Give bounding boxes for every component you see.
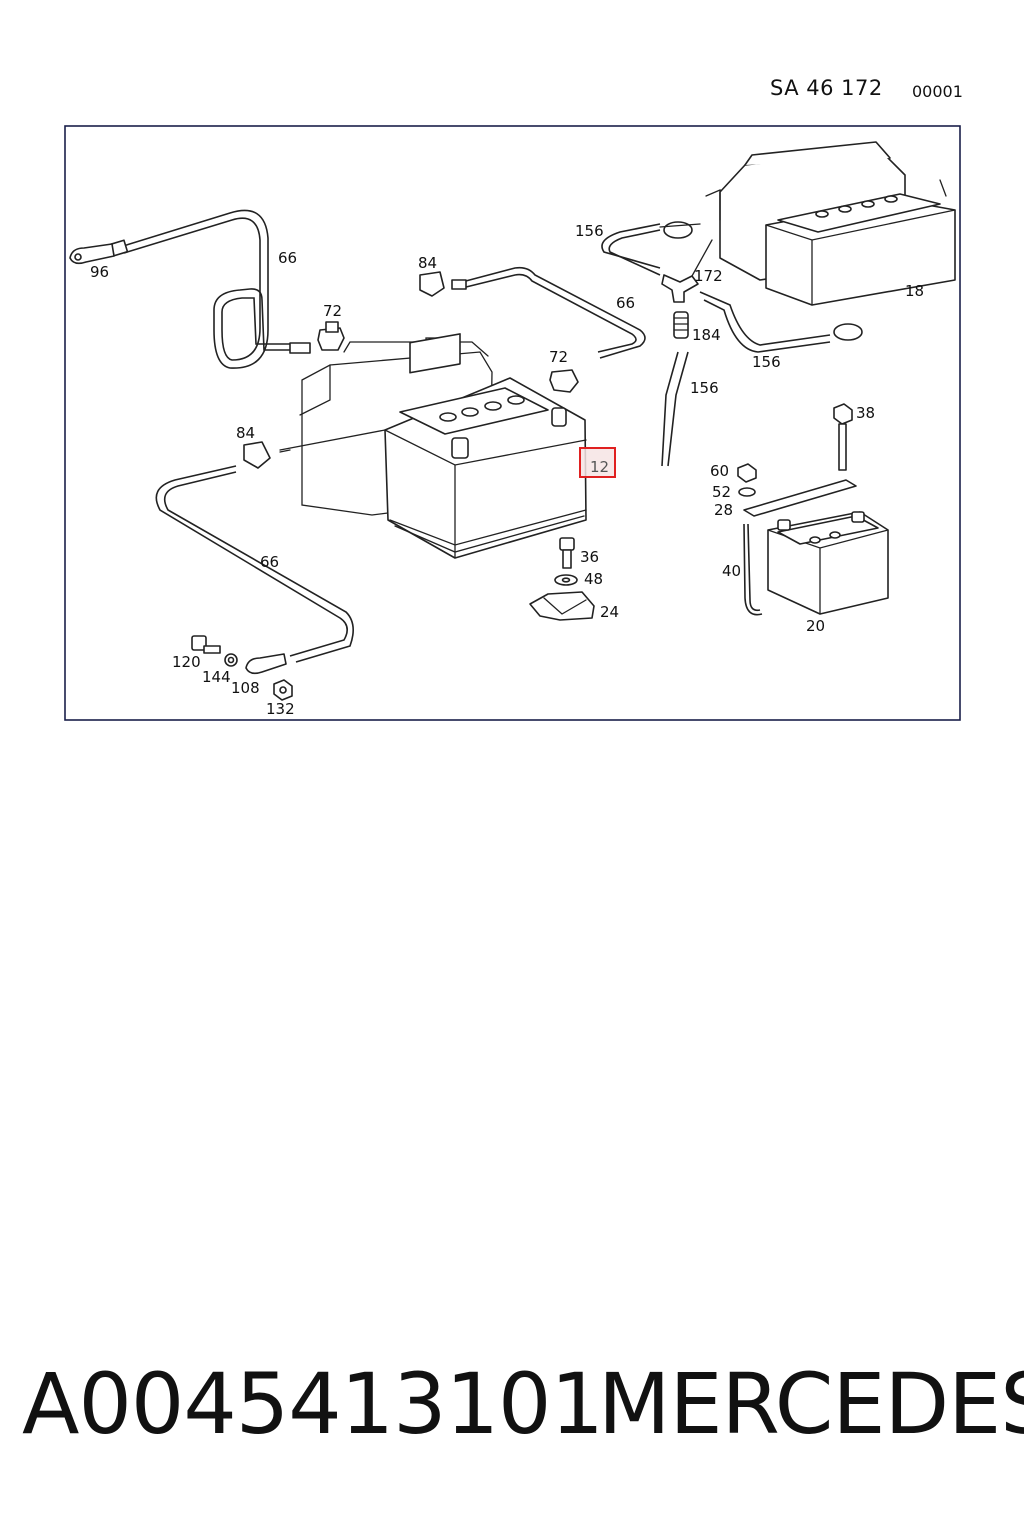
parts-diagram: 96 66 84 72 66 72 84 66 12 120 144 108 1… [64, 125, 961, 721]
callout-52: 52 [712, 483, 731, 501]
battery-18[interactable] [705, 141, 956, 306]
washer-144[interactable] [224, 653, 238, 667]
washer-48[interactable] [554, 574, 578, 586]
nut-132[interactable] [273, 679, 293, 701]
ring-terminal-108[interactable] [245, 653, 287, 675]
callout-84-left: 84 [236, 424, 255, 442]
callout-36: 36 [580, 548, 599, 566]
callout-28: 28 [714, 501, 733, 519]
diagram-code: SA 46 172 [770, 76, 883, 100]
battery-cable-66-bottom[interactable] [155, 465, 354, 663]
callout-84-top: 84 [418, 254, 437, 272]
t-connector-172[interactable] [661, 239, 713, 303]
callout-72-left: 72 [323, 302, 342, 320]
callout-132: 132 [266, 700, 295, 718]
callout-72-right: 72 [549, 348, 568, 366]
battery-cable-66-top[interactable] [109, 209, 311, 369]
hold-down-strap-28[interactable] [743, 479, 857, 517]
bracket-24[interactable] [529, 591, 595, 621]
callout-184: 184 [692, 326, 721, 344]
callout-20: 20 [806, 617, 825, 635]
battery-12[interactable] [384, 333, 587, 559]
battery-cable-66-right[interactable] [451, 266, 646, 359]
vent-hose-156-right[interactable] [699, 291, 863, 353]
nut-60[interactable] [737, 463, 757, 483]
callout-156-right: 156 [752, 353, 781, 371]
callout-12[interactable]: 12 [590, 458, 609, 476]
brand-name: MERCEDES [598, 1355, 1024, 1453]
callout-60: 60 [710, 462, 729, 480]
vent-valve-184[interactable] [673, 311, 689, 339]
diagram-sequence: 00001 [912, 82, 963, 101]
battery-20[interactable] [767, 511, 889, 615]
leader-lines [279, 449, 291, 453]
highlight-box [579, 447, 616, 478]
vent-hose-156-top[interactable] [601, 223, 661, 276]
clip-72-left[interactable] [317, 321, 345, 351]
callout-40: 40 [722, 562, 741, 580]
vent-hose-156-middle[interactable] [661, 351, 689, 467]
callout-66-right: 66 [616, 294, 635, 312]
clip-84-left[interactable] [243, 441, 271, 469]
callout-66-bottom: 66 [260, 553, 279, 571]
callout-156-middle: 156 [690, 379, 719, 397]
washer-52[interactable] [738, 487, 756, 497]
bolt-38[interactable] [833, 403, 853, 471]
callout-108: 108 [231, 679, 260, 697]
ring-terminal-96[interactable] [69, 243, 115, 265]
callout-144: 144 [202, 668, 231, 686]
callout-96: 96 [90, 263, 109, 281]
clip-72-right[interactable] [549, 369, 579, 393]
callout-66-top: 66 [278, 249, 297, 267]
diagram-frame [64, 125, 961, 721]
callout-18: 18 [905, 282, 924, 300]
bolt-36[interactable] [559, 537, 575, 569]
callout-120: 120 [172, 653, 201, 671]
callout-24: 24 [600, 603, 619, 621]
clip-84-top[interactable] [419, 271, 445, 297]
part-number: A0045413101 [22, 1355, 604, 1453]
callout-156-top: 156 [575, 222, 604, 240]
callout-38: 38 [856, 404, 875, 422]
bolt-120[interactable] [191, 635, 221, 654]
callout-48: 48 [584, 570, 603, 588]
callout-172: 172 [694, 267, 723, 285]
vent-plug-top[interactable] [659, 221, 701, 239]
hook-rod-40[interactable] [743, 523, 763, 616]
